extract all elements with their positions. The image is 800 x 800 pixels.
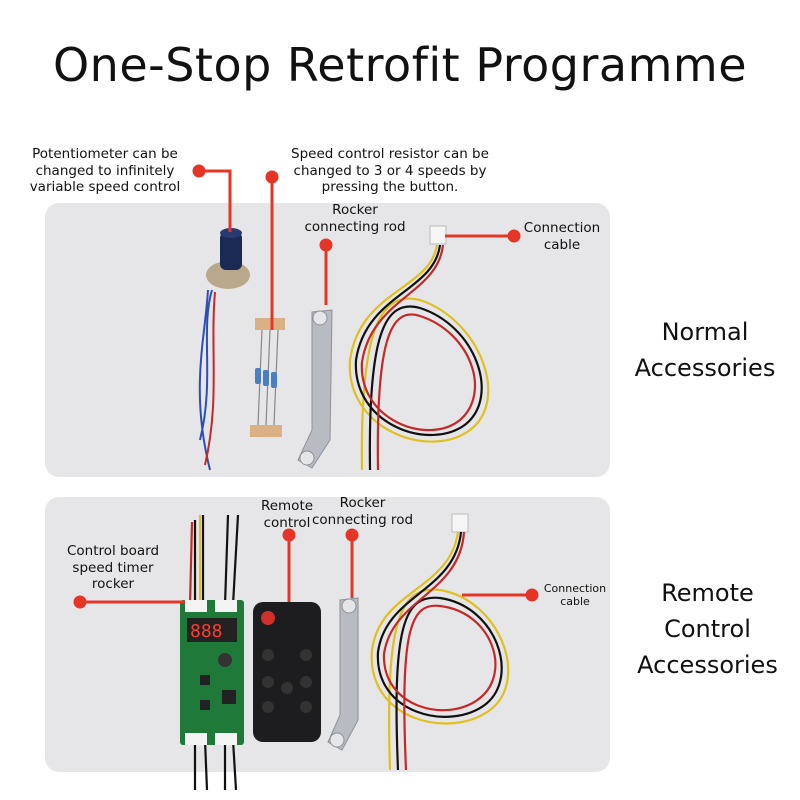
callout-potentiometer: Potentiometer can be changed to infinite… [20, 146, 190, 196]
callout-line: Connection [523, 220, 601, 236]
callout-line: pressing the button. [321, 179, 459, 195]
callout-speed-resistor: Speed control resistor can be changed to… [280, 146, 500, 196]
connection-cable-2 [370, 513, 510, 771]
callout-rocker-rod: Rocker connecting rod [295, 202, 415, 235]
section-title-remote: Remote Control Accessories [615, 575, 800, 683]
potentiometer [198, 228, 250, 471]
callout-line: rocker [91, 576, 135, 592]
section-title-line: Accessories [634, 354, 776, 382]
callout-connection-cable: Connection cable [517, 220, 607, 253]
callout-rocker-rod-2: Rocker connecting rod [305, 495, 420, 528]
callout-connection-cable-2: Connection cable [535, 582, 615, 608]
callout-line: Connection [543, 582, 607, 595]
callout-line: Potentiometer can be [32, 146, 178, 162]
callout-remote-control: Remote control [252, 498, 322, 531]
callout-line: speed timer [72, 559, 154, 576]
section-title-normal: Normal Accessories [615, 314, 795, 386]
remote-accessories-photo-panel [45, 497, 610, 772]
callout-line: cable [560, 595, 590, 608]
control-board: 888 [180, 514, 244, 791]
section-title-line: Normal [661, 318, 749, 346]
section-title-line: Control [664, 615, 751, 643]
remote-control [253, 602, 321, 742]
section-title-line: Remote [661, 579, 754, 607]
connection-cable [348, 225, 490, 471]
callout-lines [73, 164, 539, 609]
rocker-connecting-rod [297, 309, 333, 469]
callout-line: changed to 3 or 4 speeds by [293, 162, 487, 179]
rocker-connecting-rod-2 [327, 597, 359, 751]
callout-line: Rocker [339, 495, 386, 511]
callout-line: changed to infinitely [35, 162, 175, 179]
callout-line: variable speed control [29, 179, 181, 195]
speed-resistors [250, 318, 285, 437]
callout-control-board: Control board speed timer rocker [58, 543, 168, 593]
callout-line: Speed control resistor can be [291, 146, 489, 162]
svg-text:888: 888 [190, 621, 223, 642]
callout-line: Control board [66, 543, 160, 559]
page-title: One-Stop Retrofit Programme [52, 38, 748, 92]
callout-line: control [263, 514, 311, 531]
callout-line: connecting rod [304, 218, 406, 235]
section-title-line: Accessories [637, 651, 778, 679]
callout-line: Remote [260, 498, 314, 514]
callout-line: Rocker [332, 202, 378, 218]
callout-line: cable [543, 236, 581, 253]
callout-line: connecting rod [311, 511, 414, 528]
